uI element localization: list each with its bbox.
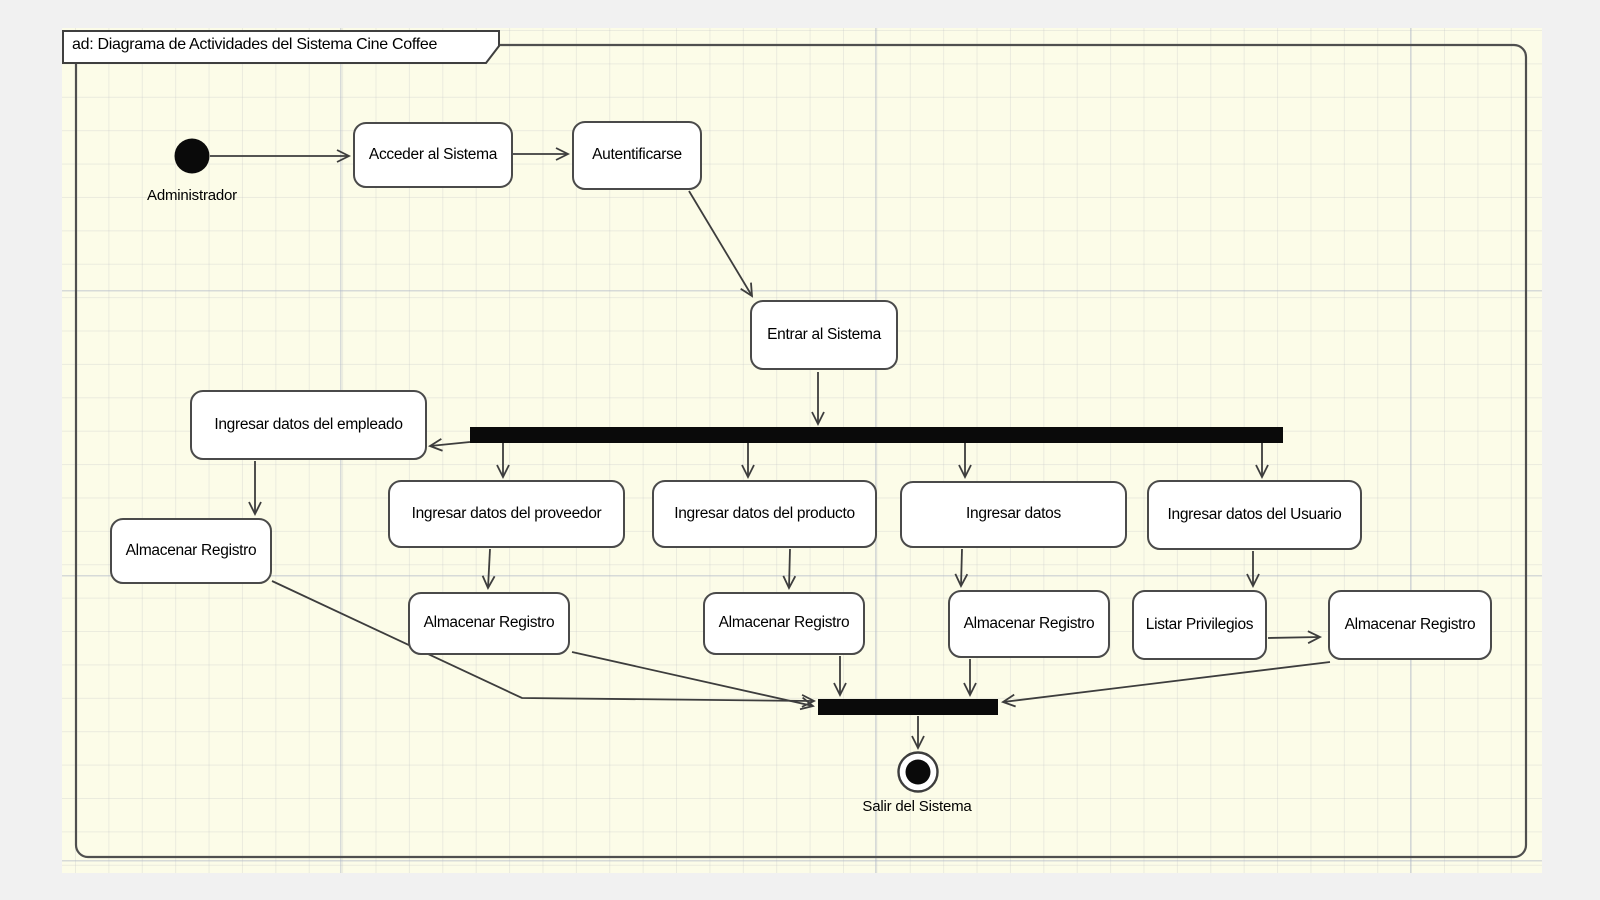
frame-title: ad: Diagrama de Actividades del Sistema …	[72, 36, 438, 53]
edge-autentificarse-entrar	[688, 190, 754, 298]
action-label: Ingresar datos	[966, 505, 1061, 523]
action-almacenar-registro-empleado[interactable]: Almacenar Registro	[110, 518, 272, 584]
action-label: Almacenar Registro	[1344, 615, 1476, 633]
action-entrar-al-sistema[interactable]: Entrar al Sistema	[750, 300, 898, 370]
edge-almempleado-join	[271, 580, 817, 708]
action-label: Ingresar datos del empleado	[214, 415, 403, 433]
action-almacenar-registro-proveedor[interactable]: Almacenar Registro	[408, 592, 570, 655]
action-almacenar-registro-producto[interactable]: Almacenar Registro	[703, 592, 865, 655]
action-ingresar-datos-usuario[interactable]: Ingresar datos del Usuario	[1147, 480, 1362, 550]
action-almacenar-registro-usuario[interactable]: Almacenar Registro	[1328, 590, 1492, 660]
edge-fork-empleado	[427, 438, 471, 452]
initial-node-label: Administrador	[147, 187, 237, 204]
uml-frame-border	[74, 43, 1528, 859]
final-node-label: Salir del Sistema	[862, 798, 972, 815]
edge-almproveedor-join	[571, 651, 815, 711]
action-label: Ingresar datos del Usuario	[1167, 505, 1342, 523]
action-ingresar-datos[interactable]: Ingresar datos	[900, 481, 1127, 548]
action-label: Almacenar Registro	[718, 614, 850, 632]
action-label: Ingresar datos del producto	[674, 504, 855, 522]
join-bar[interactable]	[818, 699, 998, 715]
action-ingresar-datos-producto[interactable]: Ingresar datos del producto	[652, 480, 877, 548]
initial-node-icon[interactable]	[174, 138, 210, 174]
final-node-icon[interactable]	[897, 751, 939, 793]
action-almacenar-registro-datos[interactable]: Almacenar Registro	[948, 590, 1110, 658]
frame-title-tab	[62, 30, 500, 64]
edge-almusuario-join	[1001, 661, 1331, 708]
diagram-canvas	[62, 28, 1542, 873]
edge-proveedor-almacenar	[481, 548, 496, 591]
action-label: Listar Privilegios	[1145, 615, 1254, 633]
edge-datos-almacenar	[954, 548, 969, 589]
action-autentificarse[interactable]: Autentificarse	[572, 121, 702, 190]
action-listar-privilegios[interactable]: Listar Privilegios	[1132, 590, 1267, 660]
action-ingresar-datos-proveedor[interactable]: Ingresar datos del proveedor	[388, 480, 625, 548]
action-label: Almacenar Registro	[423, 614, 555, 632]
edge-producto-almacenar	[782, 548, 797, 591]
action-label: Almacenar Registro	[963, 614, 1095, 632]
edge-listar-almacenar	[1267, 630, 1323, 645]
action-ingresar-datos-empleado[interactable]: Ingresar datos del empleado	[190, 390, 427, 460]
action-label: Almacenar Registro	[125, 541, 257, 559]
fork-bar[interactable]	[470, 427, 1283, 443]
action-label: Entrar al Sistema	[767, 325, 881, 343]
action-label: Acceder al Sistema	[368, 145, 498, 163]
action-label: Ingresar datos del proveedor	[411, 504, 602, 522]
action-acceder-al-sistema[interactable]: Acceder al Sistema	[353, 122, 513, 188]
action-label: Autentificarse	[592, 146, 682, 164]
